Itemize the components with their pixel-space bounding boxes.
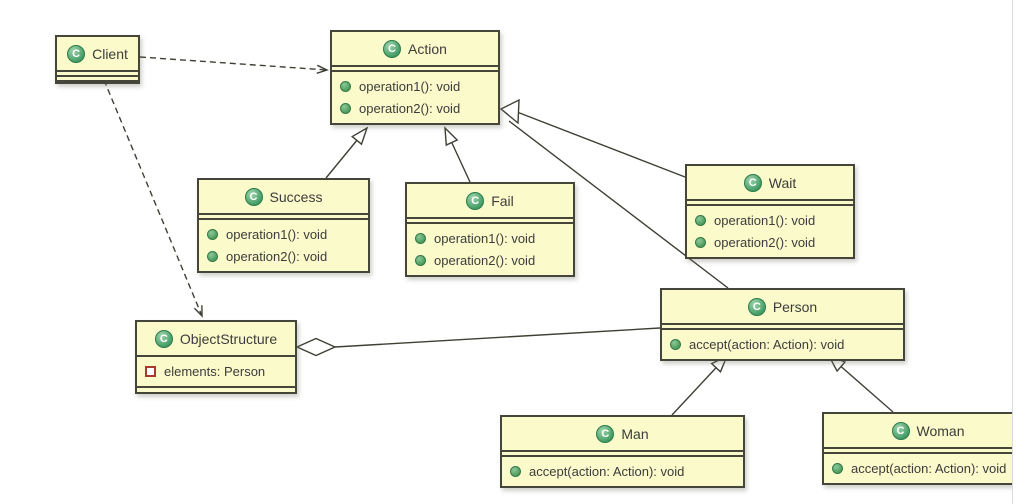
method-icon xyxy=(695,237,706,248)
class-objectstructure[interactable]: C ObjectStructure elements: Person xyxy=(135,320,297,394)
operation-row[interactable]: accept(action: Action): void xyxy=(662,333,903,355)
operation-row[interactable]: operation2(): void xyxy=(407,249,573,271)
operation-row[interactable]: accept(action: Action): void xyxy=(502,460,743,482)
empty-attributes-compartment xyxy=(407,219,573,224)
dependency-client-action[interactable] xyxy=(139,56,329,74)
empty-attributes-compartment xyxy=(687,201,853,206)
class-icon: C xyxy=(383,40,402,58)
class-name: Success xyxy=(269,189,323,205)
class-wait-title: C Wait xyxy=(687,166,853,201)
class-name: ObjectStructure xyxy=(179,331,278,347)
class-name: Person xyxy=(772,299,818,315)
method-icon xyxy=(340,81,351,92)
operation-label: operation1(): void xyxy=(434,231,536,246)
operation-label: accept(action: Action): void xyxy=(529,464,685,479)
class-name: Client xyxy=(92,46,128,62)
canvas-edge-line xyxy=(1012,0,1022,504)
operation-label: operation2(): void xyxy=(714,235,816,250)
method-icon xyxy=(832,463,843,474)
operation-row[interactable]: operation1(): void xyxy=(407,227,573,249)
class-name: Man xyxy=(621,426,649,442)
method-icon xyxy=(415,255,426,266)
attribute-label: elements: Person xyxy=(164,364,266,379)
operation-row[interactable]: operation1(): void xyxy=(332,75,498,97)
empty-attributes-compartment xyxy=(57,72,138,77)
operation-row[interactable]: operation1(): void xyxy=(199,223,368,245)
empty-attributes-compartment xyxy=(824,449,1022,454)
class-person-title: C Person xyxy=(662,290,903,325)
class-icon: C xyxy=(244,188,263,206)
operation-row[interactable]: operation2(): void xyxy=(687,231,853,253)
empty-attributes-compartment xyxy=(199,215,368,220)
class-name: Woman xyxy=(916,423,965,439)
class-success-title: C Success xyxy=(199,180,368,215)
class-icon: C xyxy=(466,192,485,210)
class-client[interactable]: C Client xyxy=(55,35,140,84)
class-woman-title: C Woman xyxy=(824,414,1022,449)
aggregation-diamond xyxy=(295,337,337,357)
empty-operations-compartment xyxy=(137,388,295,392)
method-icon xyxy=(510,466,521,477)
class-icon: C xyxy=(154,330,173,348)
class-woman[interactable]: C Woman accept(action: Action): void xyxy=(822,412,1022,485)
class-icon: C xyxy=(67,45,86,63)
operation-row[interactable]: operation2(): void xyxy=(199,245,368,267)
method-icon xyxy=(340,103,351,114)
generalization-success-action[interactable] xyxy=(325,128,367,179)
operation-row[interactable]: operation2(): void xyxy=(332,97,498,119)
empty-attributes-compartment xyxy=(332,67,498,72)
class-icon: C xyxy=(596,425,615,443)
empty-attributes-compartment xyxy=(662,325,903,330)
operation-label: operation2(): void xyxy=(434,253,536,268)
dependency-client-objectstructure[interactable] xyxy=(103,79,203,318)
class-action[interactable]: C Action operation1(): void operation2()… xyxy=(330,30,500,125)
generalization-arrowhead-action xyxy=(499,98,520,125)
empty-operations-compartment xyxy=(57,77,138,82)
generalization-fail-action[interactable] xyxy=(445,128,471,183)
empty-attributes-compartment xyxy=(502,452,743,457)
operation-label: operation1(): void xyxy=(714,213,816,228)
class-icon: C xyxy=(747,298,766,316)
class-icon: C xyxy=(891,422,910,440)
method-icon xyxy=(207,251,218,262)
method-icon xyxy=(670,339,681,350)
method-icon xyxy=(695,215,706,226)
generalization-woman-person[interactable] xyxy=(829,356,894,413)
method-icon xyxy=(207,229,218,240)
class-action-title: C Action xyxy=(332,32,498,67)
operation-label: operation2(): void xyxy=(359,101,461,116)
operation-label: operation2(): void xyxy=(226,249,328,264)
operation-row[interactable]: operation1(): void xyxy=(687,209,853,231)
class-name: Wait xyxy=(768,175,797,191)
class-name: Action xyxy=(408,41,447,57)
class-man[interactable]: C Man accept(action: Action): void xyxy=(500,415,745,488)
operation-label: operation1(): void xyxy=(359,79,461,94)
method-icon xyxy=(415,233,426,244)
class-person[interactable]: C Person accept(action: Action): void xyxy=(660,288,905,361)
class-name: Fail xyxy=(491,193,514,209)
generalization-man-person[interactable] xyxy=(671,356,727,416)
operation-label: operation1(): void xyxy=(226,227,328,242)
generalization-wait-action[interactable] xyxy=(516,111,686,178)
class-success[interactable]: C Success operation1(): void operation2(… xyxy=(197,178,370,273)
class-objectstructure-title: C ObjectStructure xyxy=(137,322,295,357)
class-fail-title: C Fail xyxy=(407,184,573,219)
class-client-title: C Client xyxy=(57,37,138,72)
field-icon xyxy=(145,366,156,377)
class-man-title: C Man xyxy=(502,417,743,452)
operation-label: accept(action: Action): void xyxy=(689,337,845,352)
class-fail[interactable]: C Fail operation1(): void operation2(): … xyxy=(405,182,575,277)
operation-label: accept(action: Action): void xyxy=(851,461,1007,476)
class-wait[interactable]: C Wait operation1(): void operation2(): … xyxy=(685,164,855,259)
class-icon: C xyxy=(743,174,762,192)
attribute-row[interactable]: elements: Person xyxy=(137,360,295,382)
operation-row[interactable]: accept(action: Action): void xyxy=(824,457,1022,479)
aggregation-objectstructure-person[interactable] xyxy=(334,327,661,348)
